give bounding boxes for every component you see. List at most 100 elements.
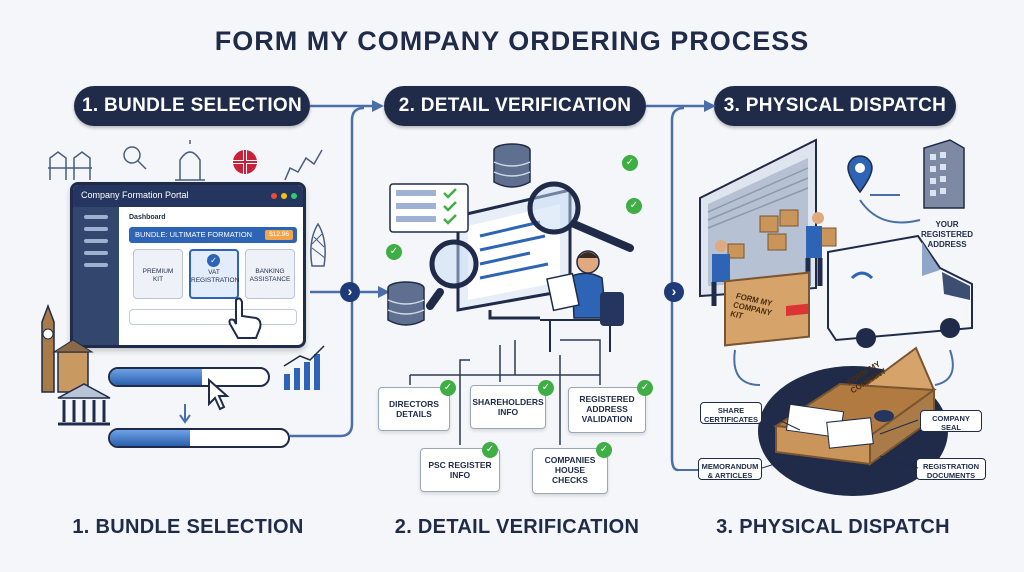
gherkin-tower-icon (310, 222, 326, 267)
magnifier-icon (426, 239, 479, 310)
database-icon (387, 281, 425, 326)
growth-chart-icon (283, 345, 325, 390)
address-text: REGISTERED (920, 230, 973, 239)
card-label: VALIDATION (581, 414, 633, 424)
card-label: DETAILS (396, 409, 432, 419)
window-close-dot[interactable] (271, 193, 277, 199)
check-icon: ✓ (482, 442, 498, 458)
step-1-header: 1. BUNDLE SELECTION (74, 86, 310, 126)
option-premium-kit[interactable]: PREMIUM KIT (133, 249, 183, 299)
bundle-banner[interactable]: BUNDLE: ULTIMATE FORMATION $12.96 (129, 227, 297, 243)
sidebar-item[interactable] (84, 239, 108, 243)
portal-sidebar (73, 207, 119, 345)
card-label: SHAREHOLDERS (472, 397, 544, 407)
check-icon: ✓ (637, 380, 653, 396)
london-skyline-icon (48, 140, 323, 181)
portal-title: Company Formation Portal (73, 185, 303, 207)
magnifier-icon (527, 181, 634, 252)
bundle-name: BUNDLE: ULTIMATE FORMATION (135, 230, 253, 239)
content-label: REGISTRATION (922, 462, 980, 471)
content-pointer-lines (761, 411, 919, 469)
verify-shareholders-info: SHAREHOLDERS INFO (470, 385, 546, 429)
sidebar-item[interactable] (84, 263, 108, 267)
check-icon: ✓ (207, 254, 220, 267)
bundle-progress-bar (108, 367, 270, 387)
office-building-icon (923, 139, 965, 209)
card-label: INFO (497, 407, 519, 417)
content-label: CERTIFICATES (703, 415, 759, 424)
label-registration-documents: REGISTRATION DOCUMENTS (916, 458, 986, 480)
sidebar-item[interactable] (84, 227, 108, 231)
card-label: CHECKS (552, 475, 588, 485)
verifier-person-icon (540, 250, 624, 352)
verify-registered-address: REGISTERED ADDRESS VALIDATION (568, 387, 646, 433)
content-label: COMPANY (932, 414, 970, 423)
big-ben-icon (41, 303, 94, 393)
check-icon: ✓ (538, 380, 554, 396)
registered-address-label: YOUR REGISTERED ADDRESS (904, 220, 990, 250)
content-label: SEAL (940, 423, 961, 432)
content-label: MEMORANDUM (701, 462, 759, 471)
verify-directors-details: DIRECTORS DETAILS (378, 387, 450, 431)
database-icon (493, 143, 531, 188)
price-badge: $12.96 (265, 230, 293, 240)
card-label: PSC REGISTER (428, 460, 492, 470)
bottom-label-physical-dispatch: 3. PHYSICAL DISPATCH (716, 516, 950, 538)
option-label: KIT (152, 276, 164, 283)
card-label: HOUSE (554, 465, 586, 475)
sidebar-item[interactable] (84, 215, 108, 219)
warehouse-icon (699, 138, 817, 298)
option-label: REGISTRATION (191, 277, 240, 284)
option-vat-registration[interactable]: ✓ VAT REGISTRATION (189, 249, 239, 299)
company-kit-box-icon (773, 346, 937, 466)
checklist-icon (389, 183, 469, 233)
content-label: SHARE (717, 406, 745, 415)
bank-building-icon (57, 383, 111, 426)
content-label: DOCUMENTS (926, 471, 976, 480)
processing-progress-bar (108, 428, 290, 448)
progress-fill (110, 430, 191, 446)
next-step-arrow-icon: › (340, 282, 360, 302)
card-label: ADDRESS (586, 404, 628, 414)
label-memorandum-articles: MEMORANDUM & ARTICLES (698, 458, 762, 480)
label-company-seal: COMPANY SEAL (920, 410, 982, 432)
box-label: FORM MY COMPANY KIT (729, 291, 774, 321)
next-step-arrow-icon: › (664, 282, 684, 302)
check-icon: ✓ (626, 198, 642, 214)
dashboard-label: Dashboard (129, 214, 166, 221)
bottom-label-bundle-selection: 1. BUNDLE SELECTION (72, 516, 304, 538)
delivery-van-icon (827, 234, 973, 348)
card-label: REGISTERED (579, 394, 635, 404)
option-banking-assistance[interactable]: BANKING ASSISTANCE (245, 249, 295, 299)
check-icon: ✓ (440, 380, 456, 396)
option-label: PREMIUM (142, 268, 174, 275)
window-maximize-dot[interactable] (291, 193, 297, 199)
down-arrow-icon (179, 404, 191, 424)
card-label: COMPANIES (544, 455, 596, 465)
mouse-cursor-icon (208, 378, 230, 411)
page-title: FORM MY COMPANY ORDERING PROCESS (214, 26, 810, 56)
sidebar-item[interactable] (84, 251, 108, 255)
content-label: & ARTICLES (707, 471, 753, 480)
progress-fill (110, 369, 202, 385)
option-label: BANKING (255, 268, 285, 275)
worker-icon (805, 212, 837, 286)
verify-companies-house: COMPANIES HOUSE CHECKS (532, 448, 608, 494)
address-text: YOUR (935, 220, 959, 229)
check-icon: ✓ (596, 442, 612, 458)
window-minimize-dot[interactable] (281, 193, 287, 199)
check-icon: ✓ (386, 244, 402, 260)
card-label: DIRECTORS (389, 399, 439, 409)
portal-search-field[interactable] (129, 309, 297, 325)
company-formation-portal: Company Formation Portal Dashboard BUNDL… (70, 182, 306, 348)
step-2-header: 2. DETAIL VERIFICATION (384, 86, 646, 126)
check-icon: ✓ (622, 155, 638, 171)
option-label: ASSISTANCE (249, 276, 291, 283)
card-label: INFO (449, 470, 471, 480)
step-3-header: 3. PHYSICAL DISPATCH (714, 86, 956, 126)
bottom-label-detail-verification: 2. DETAIL VERIFICATION (394, 516, 640, 538)
option-label: VAT (208, 269, 220, 276)
shipping-box: FORM MY COMPANY KIT (724, 271, 810, 347)
address-text: ADDRESS (927, 240, 967, 249)
fragile-sticker (786, 303, 808, 317)
